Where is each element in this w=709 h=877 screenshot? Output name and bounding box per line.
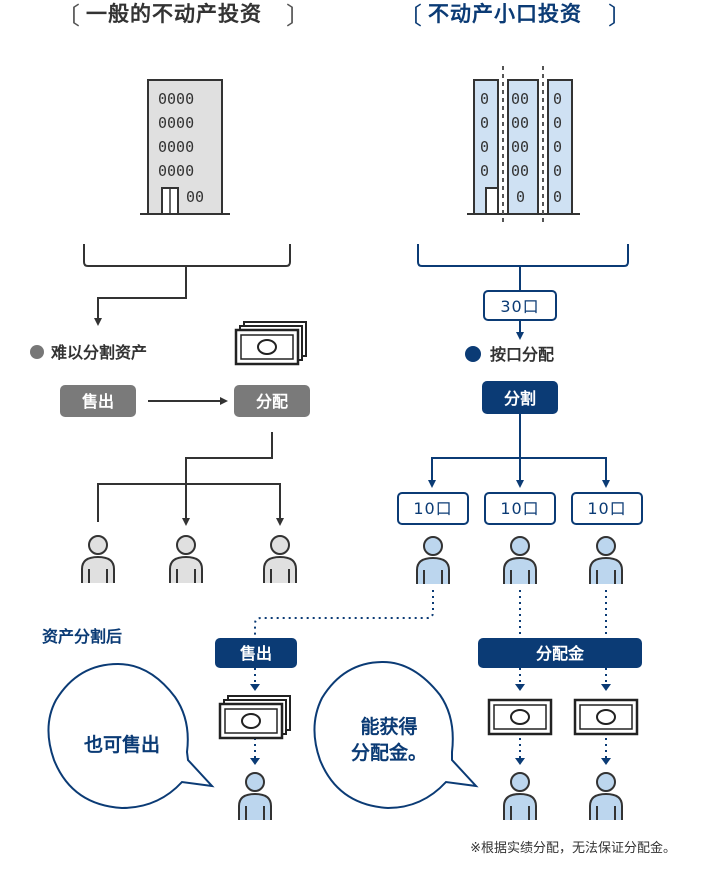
- left-speech-bubble: 也可售出: [47, 662, 215, 810]
- left-bubble-text: 也可售出: [84, 733, 160, 756]
- right-title: 不动产小口投资: [428, 2, 582, 26]
- person-icon: [589, 536, 623, 585]
- left-sell-label: 售出: [82, 392, 114, 411]
- sub-unit-label: 10口: [413, 499, 452, 518]
- left-distribute-button[interactable]: 分配: [234, 385, 310, 417]
- svg-text:00: 00: [511, 90, 529, 108]
- after-sell-button[interactable]: 售出: [215, 638, 297, 668]
- split-button[interactable]: 分割: [482, 381, 558, 414]
- svg-text:0000: 0000: [158, 138, 194, 156]
- left-investors: [81, 535, 297, 584]
- left-note: 难以分割资产: [30, 343, 147, 362]
- right-speech-bubble: 能获得 分配金。: [313, 660, 479, 810]
- left-flow-lines: [83, 244, 291, 526]
- dividend-label: 分配金: [536, 644, 585, 663]
- sub-unit-box: 10口: [397, 492, 469, 525]
- footnote: ※根据实绩分配，无法保证分配金。: [470, 840, 676, 856]
- svg-text:0000: 0000: [158, 114, 194, 132]
- right-bubble-line1: 能获得: [360, 715, 417, 738]
- svg-text:0: 0: [553, 162, 562, 180]
- dotted-connectors: [254, 590, 607, 758]
- person-icon: [503, 536, 537, 585]
- svg-text:00: 00: [511, 138, 529, 156]
- right-bracket-close: 〕: [608, 2, 632, 30]
- units-box-30: 30口: [483, 290, 557, 321]
- sub-unit-label: 10口: [500, 499, 539, 518]
- svg-text:0: 0: [480, 90, 489, 108]
- after-money-icon: [220, 696, 290, 738]
- right-bracket-open: 〔: [398, 2, 422, 30]
- dividend-money-icon: [573, 698, 639, 736]
- split-label: 分割: [504, 389, 536, 408]
- left-note-label: 难以分割资产: [50, 343, 147, 362]
- left-sell-button[interactable]: 售出: [60, 385, 136, 417]
- right-investors: [416, 536, 623, 585]
- person-icon: [263, 535, 297, 584]
- after-split-label: 资产分割后: [42, 627, 122, 646]
- building-icon: 0000 0000 0000 0000 00: [140, 79, 230, 215]
- blue-dot-icon: [465, 346, 481, 362]
- sub-unit-label: 10口: [587, 499, 626, 518]
- svg-text:0: 0: [553, 188, 562, 206]
- left-bracket-open: 〔: [56, 2, 80, 30]
- svg-text:00: 00: [511, 162, 529, 180]
- svg-text:0: 0: [516, 188, 525, 206]
- person-icon: [81, 535, 115, 584]
- person-icon: [503, 772, 537, 821]
- dividend-money-icon: [487, 698, 553, 736]
- person-icon: [589, 772, 623, 821]
- svg-text:0: 0: [480, 162, 489, 180]
- units-box-label: 30口: [500, 297, 539, 316]
- left-title: 一般的不动产投资: [86, 2, 262, 26]
- person-icon: [238, 772, 272, 821]
- left-money-icon: [236, 322, 306, 364]
- right-bubble-line2: 分配金。: [351, 741, 427, 764]
- svg-text:0000: 0000: [158, 162, 194, 180]
- left-distribute-label: 分配: [256, 392, 288, 411]
- svg-text:0: 0: [553, 114, 562, 132]
- person-icon: [169, 535, 203, 584]
- svg-text:0000: 0000: [158, 90, 194, 108]
- person-icon: [416, 536, 450, 585]
- left-title-group: 〔 一般的不动产投资 〕: [56, 2, 310, 30]
- svg-text:0: 0: [553, 90, 562, 108]
- after-sell-label: 售出: [240, 644, 272, 663]
- sub-units: 10口 10口 10口: [397, 492, 643, 525]
- svg-text:0: 0: [480, 114, 489, 132]
- right-note-label: 按口分配: [490, 345, 554, 364]
- sub-unit-box: 10口: [484, 492, 556, 525]
- svg-text:00: 00: [186, 188, 204, 206]
- gray-dot-icon: [30, 345, 44, 359]
- right-title-group: 〔 不动产小口投资 〕: [398, 2, 632, 30]
- dotted-arrow-heads: [250, 684, 611, 765]
- right-flow-lines: [417, 244, 629, 488]
- svg-text:0: 0: [480, 138, 489, 156]
- left-bracket-close: 〕: [286, 2, 310, 30]
- svg-text:0: 0: [553, 138, 562, 156]
- sub-unit-box: 10口: [571, 492, 643, 525]
- svg-text:00: 00: [511, 114, 529, 132]
- right-note: 按口分配: [465, 345, 554, 364]
- dividend-button[interactable]: 分配金: [478, 638, 642, 668]
